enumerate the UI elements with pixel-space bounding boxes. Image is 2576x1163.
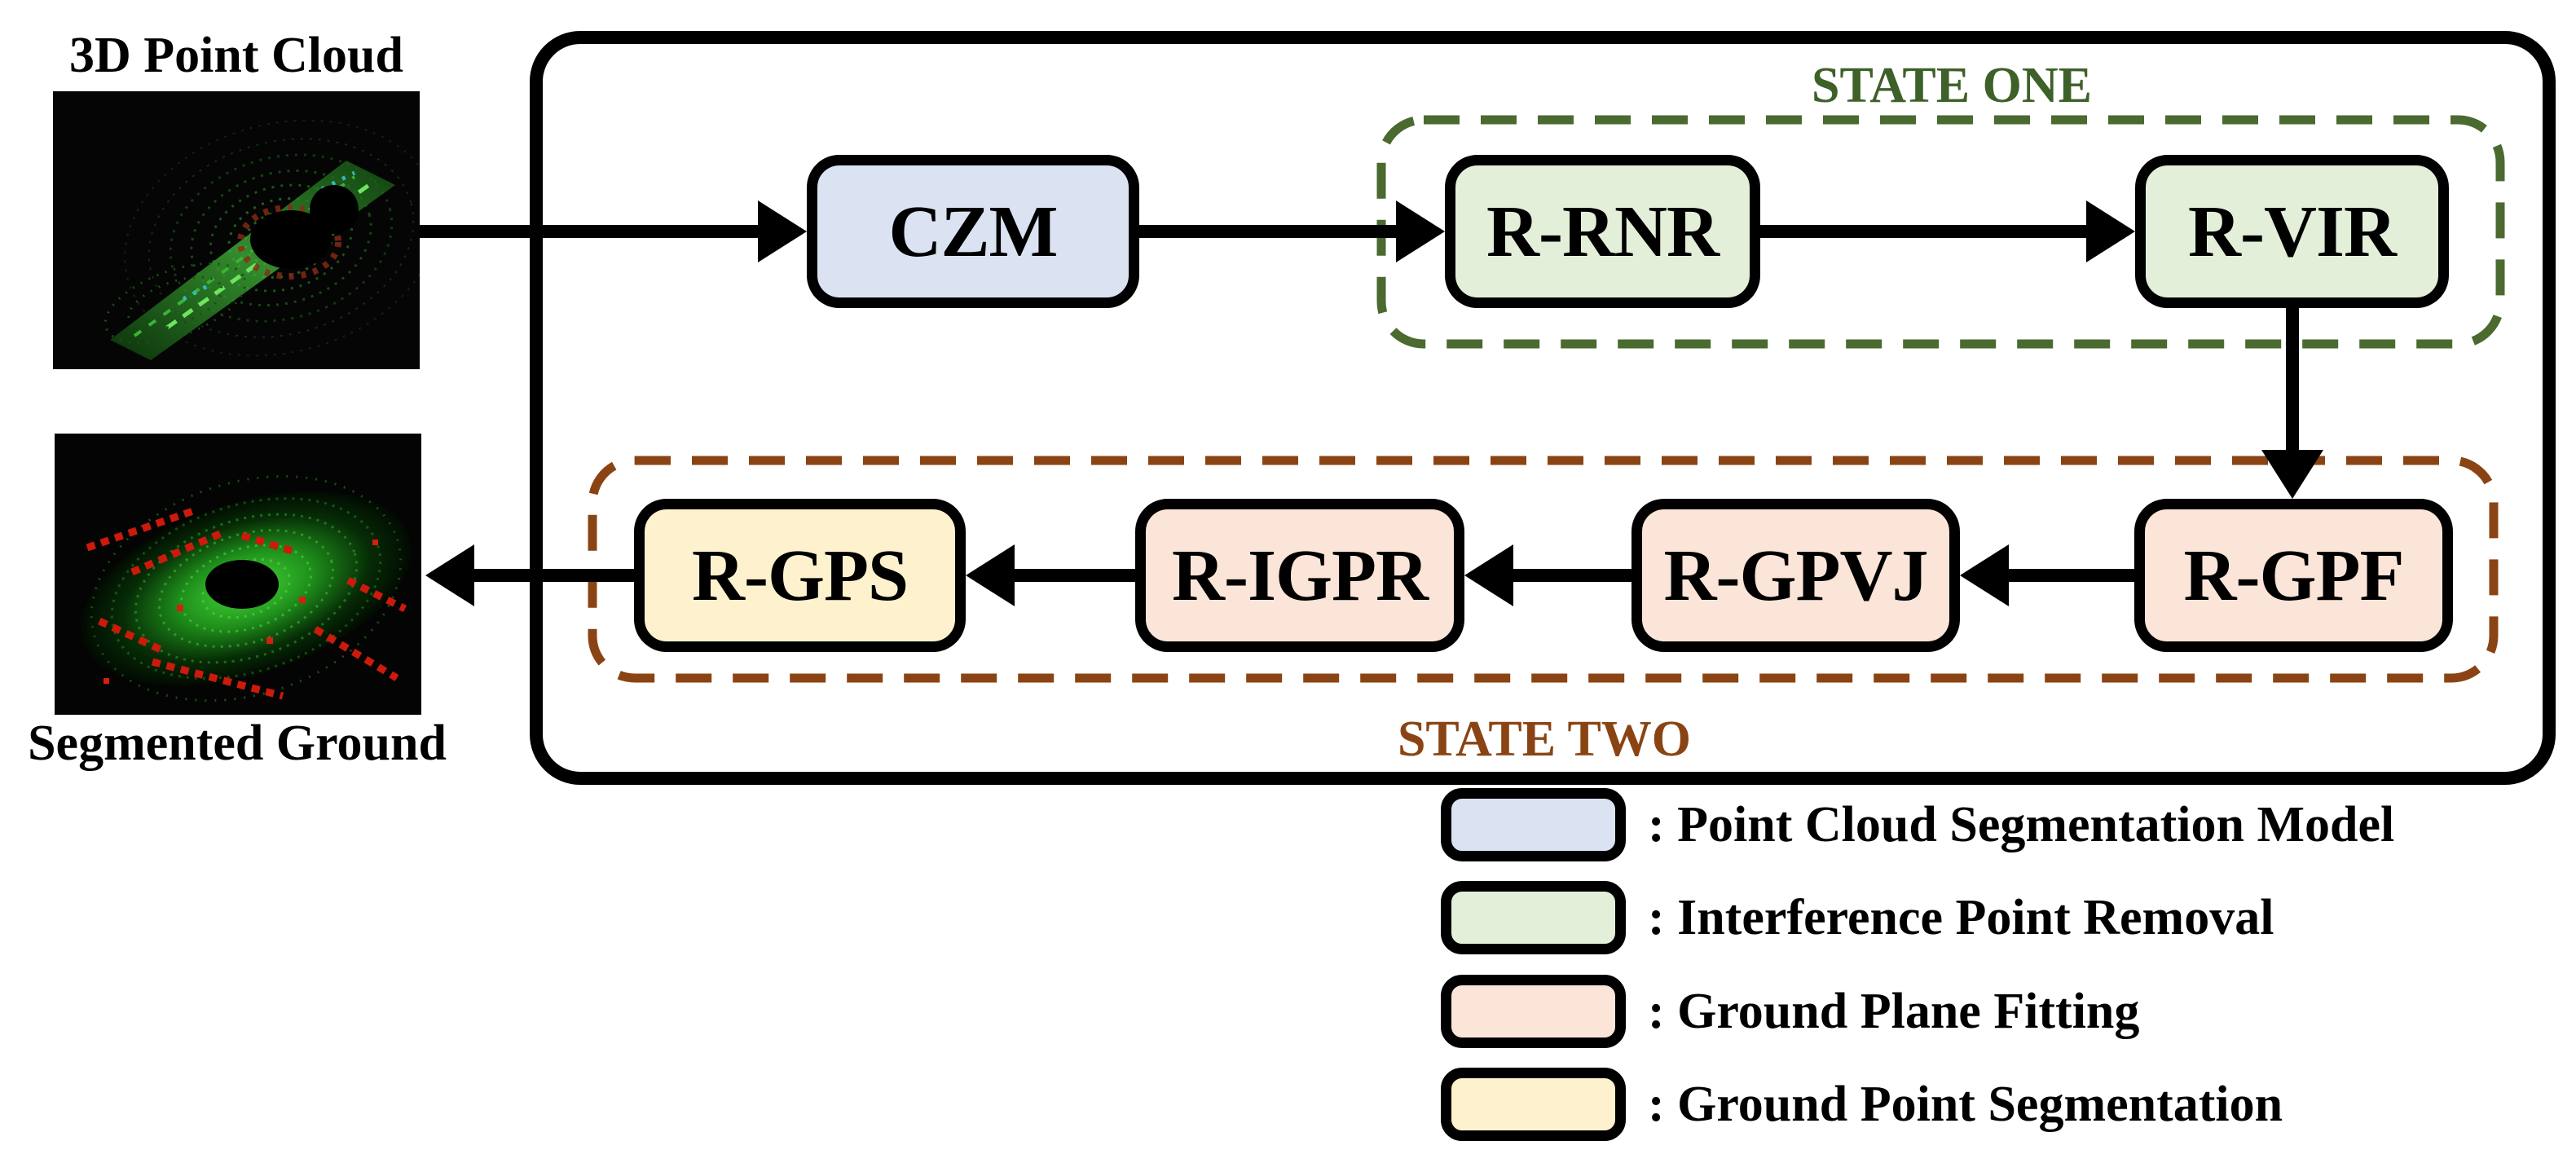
legend-swatch-ground-plane-fitting bbox=[1441, 975, 1626, 1048]
node-r-vir: R-VIR bbox=[2135, 155, 2449, 308]
node-r-gpvj: R-GPVJ bbox=[1631, 499, 1960, 652]
legend-item: : Ground Point Segmentation bbox=[1441, 1068, 2283, 1141]
legend-item: : Interference Point Removal bbox=[1441, 881, 2274, 954]
legend-swatch-ground-point-segmentation bbox=[1441, 1068, 1626, 1141]
point-cloud-thumbnail bbox=[53, 91, 420, 369]
node-r-gps: R-GPS bbox=[634, 499, 966, 652]
legend-label: : Point Cloud Segmentation Model bbox=[1648, 796, 2395, 852]
legend-item: : Point Cloud Segmentation Model bbox=[1441, 788, 2394, 861]
node-czm: CZM bbox=[807, 155, 1139, 308]
legend-label: : Ground Plane Fitting bbox=[1648, 983, 2140, 1039]
state-two-label: STATE TWO bbox=[1397, 711, 1692, 767]
input-image-label: 3D Point Cloud bbox=[69, 28, 403, 83]
output-image-label: Segmented Ground bbox=[28, 716, 447, 771]
legend-item: : Ground Plane Fitting bbox=[1441, 975, 2139, 1048]
node-r-gpf: R-GPF bbox=[2134, 499, 2453, 652]
legend-label: : Interference Point Removal bbox=[1648, 889, 2274, 945]
node-r-igpr: R-IGPR bbox=[1135, 499, 1464, 652]
legend-swatch-interference-point-removal bbox=[1441, 881, 1626, 954]
pipeline-outer-box bbox=[530, 31, 2556, 785]
state-one-label: STATE ONE bbox=[1812, 58, 2092, 113]
segmented-ground-thumbnail bbox=[55, 434, 421, 715]
node-r-rnr: R-RNR bbox=[1445, 155, 1760, 308]
legend-label: : Ground Point Segmentation bbox=[1648, 1076, 2283, 1132]
legend-swatch-point-cloud-segmentation-model bbox=[1441, 788, 1626, 861]
